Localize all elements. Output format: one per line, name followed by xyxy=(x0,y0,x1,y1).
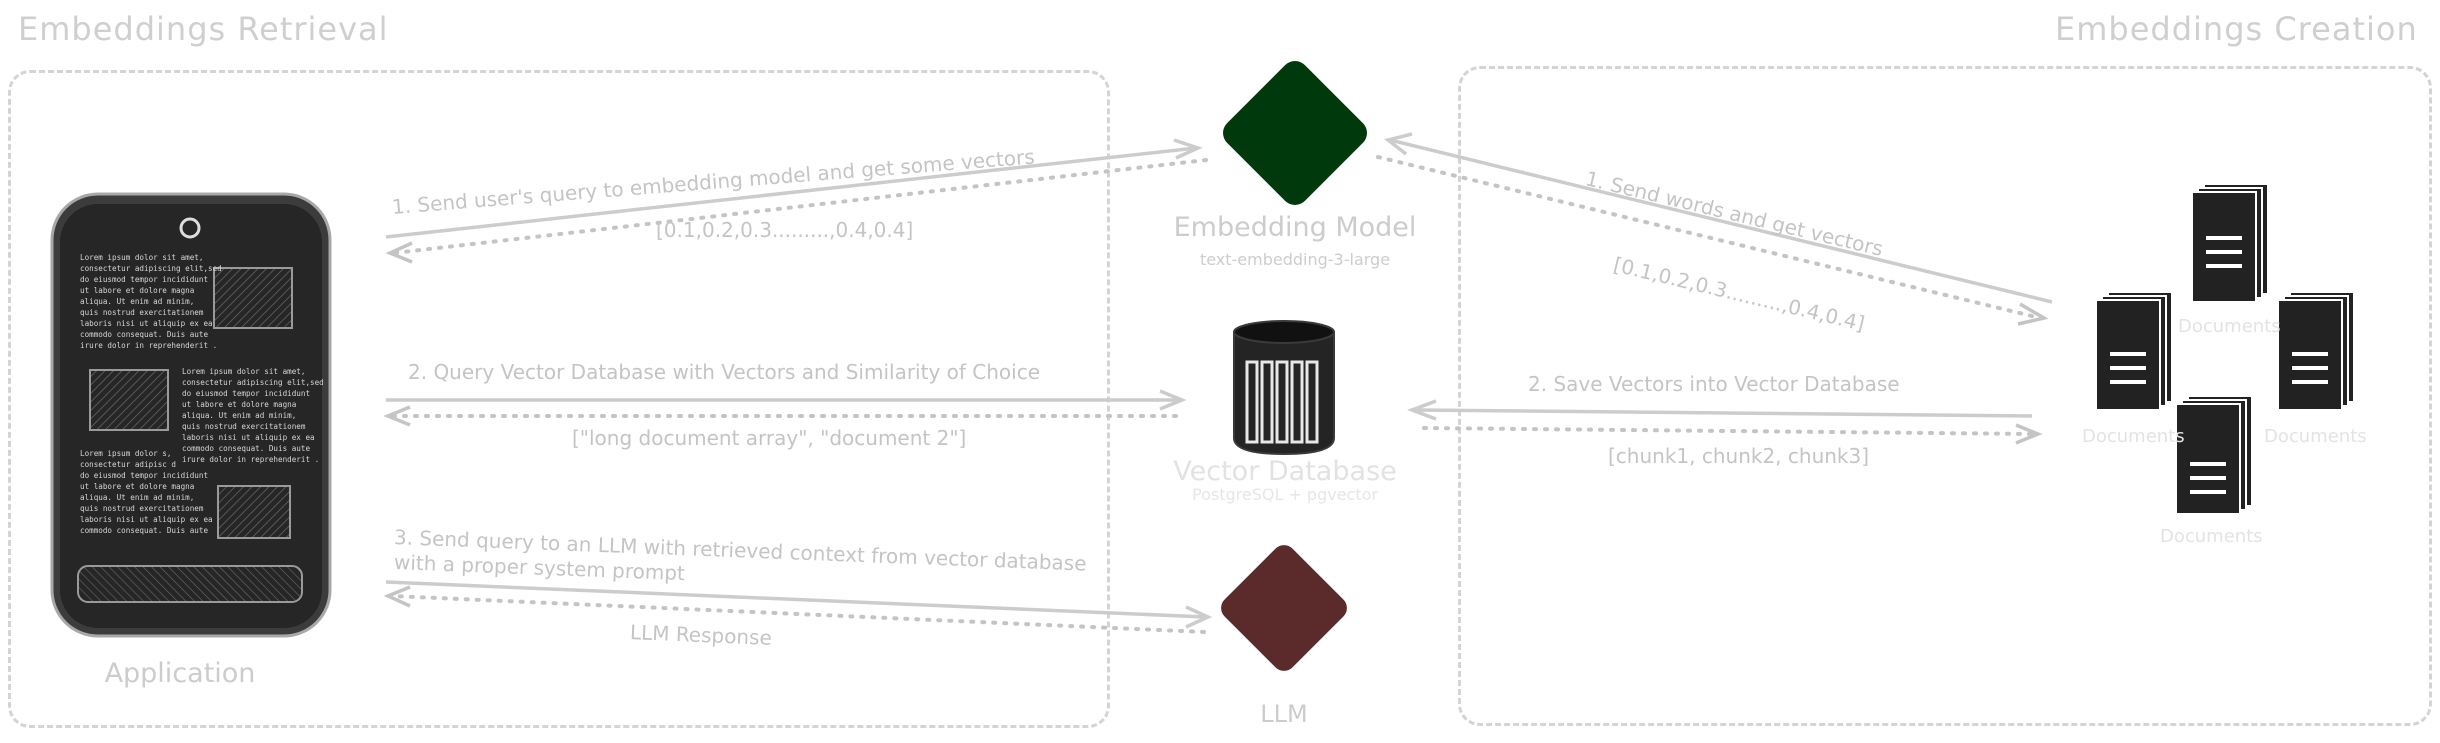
phone-text-line: aliqua. Ut enim ad minim, xyxy=(80,493,195,502)
documents-label-top: Documents xyxy=(2178,316,2281,337)
arrow-query-to-embedding xyxy=(385,138,1203,239)
phone-text-line: aliqua. Ut enim ad minim, xyxy=(182,411,297,420)
documents-label-bottom: Documents xyxy=(2160,526,2263,547)
application-phone xyxy=(50,192,332,638)
phone-text-line: consectetur adipiscing elit,sed xyxy=(80,264,222,273)
phone-text-block-2: Lorem ipsum dolor sit amet, consectetur … xyxy=(182,366,324,465)
phone-text-line: quis nostrud exercitationem xyxy=(80,308,204,317)
phone-text-line: do eiusmod tempor incididunt xyxy=(80,471,209,480)
vector-database-label: Vector Database xyxy=(1173,456,1397,487)
creation-title: Embeddings Creation xyxy=(2055,10,2418,48)
vector-database-sublabel: PostgreSQL + pgvector xyxy=(1191,485,1378,504)
arrow-app-to-vectordb xyxy=(386,389,1187,411)
phone-text-line: Lorem ipsum dolor sit amet, xyxy=(182,367,306,376)
arrow-vectordb-to-app xyxy=(383,405,1178,427)
embedding-model-label: Embedding Model xyxy=(1173,212,1417,243)
retrieval-step1-return-label: [0.1,0.2,0.3.........,0.4,0.4] xyxy=(656,218,914,242)
arrow-llm-to-app xyxy=(383,585,1206,634)
retrieval-title: Embeddings Retrieval xyxy=(18,10,389,48)
phone-text-block-1: Lorem ipsum dolor sit amet, consectetur … xyxy=(80,252,222,351)
phone-text-line: ut labore et dolore magna xyxy=(80,286,195,295)
phone-text-line: quis nostrud exercitationem xyxy=(182,422,306,431)
documents-label-left: Documents xyxy=(2082,426,2185,447)
phone-text-line: Lorem ipsum dolor s, xyxy=(80,449,172,458)
phone-text-line: commodo consequat. Duis aute xyxy=(80,330,209,339)
phone-text-line: do eiusmod tempor incididunt xyxy=(80,275,209,284)
creation-group xyxy=(1458,66,2432,726)
llm-shape xyxy=(1221,545,1347,671)
phone-text-line: Lorem ipsum dolor sit amet, xyxy=(80,253,204,262)
embedding-model-sublabel: text-embedding-3-large xyxy=(1199,250,1391,269)
arrow-vectordb-to-docs xyxy=(1422,423,2043,445)
creation-step2-label: 2. Save Vectors into Vector Database xyxy=(1528,372,1900,396)
phone-text-line: irure dolor in reprehenderit . xyxy=(80,341,218,350)
phone-text-line: commodo consequat. Duis aute xyxy=(80,526,209,535)
phone-text-line: laboris nisi ut aliquip ex ea xyxy=(182,433,315,442)
phone-text-line: consectetur adipiscing elit,sed xyxy=(182,378,324,387)
phone-text-line: aliqua. Ut enim ad minim, xyxy=(80,297,195,306)
application-label: Application xyxy=(104,658,256,689)
phone-text-line: laboris nisi ut aliquip ex ea xyxy=(80,319,213,328)
phone-text-line: consectetur adipisc d xyxy=(80,460,177,469)
arrow-docs-to-vectordb xyxy=(1407,399,2033,421)
creation-step2-return-label: [chunk1, chunk2, chunk3] xyxy=(1608,444,1870,468)
phone-text-line: commodo consequat. Duis aute xyxy=(182,444,311,453)
documents-icons xyxy=(2095,183,2355,515)
phone-text-line: quis nostrud exercitationem xyxy=(80,504,204,513)
vector-database-shape xyxy=(1233,320,1335,456)
phone-text-line: do eiusmod tempor incididunt xyxy=(182,389,311,398)
arrow-docs-to-embedding xyxy=(1384,132,2053,304)
documents-label-right: Documents xyxy=(2264,426,2367,447)
arrow-app-to-llm xyxy=(385,580,1213,629)
arrow-embedding-to-docs xyxy=(1376,155,2049,326)
phone-text-block-3: Lorem ipsum dolor s, consectetur adipisc… xyxy=(80,448,213,536)
phone-text-line: ut labore et dolore magna xyxy=(182,400,297,409)
embedding-model-shape xyxy=(1223,61,1367,205)
phone-text-line: irure dolor in reprehenderit . xyxy=(182,455,320,464)
phone-text-line: ut labore et dolore magna xyxy=(80,482,195,491)
phone-text-line: laboris nisi ut aliquip ex ea xyxy=(80,515,213,524)
llm-label: LLM xyxy=(1260,700,1308,728)
arrow-vectors-to-app xyxy=(385,158,1208,264)
retrieval-step2-label: 2. Query Vector Database with Vectors an… xyxy=(408,360,1041,384)
retrieval-step2-return-label: ["long document array", "document 2"] xyxy=(572,426,967,450)
